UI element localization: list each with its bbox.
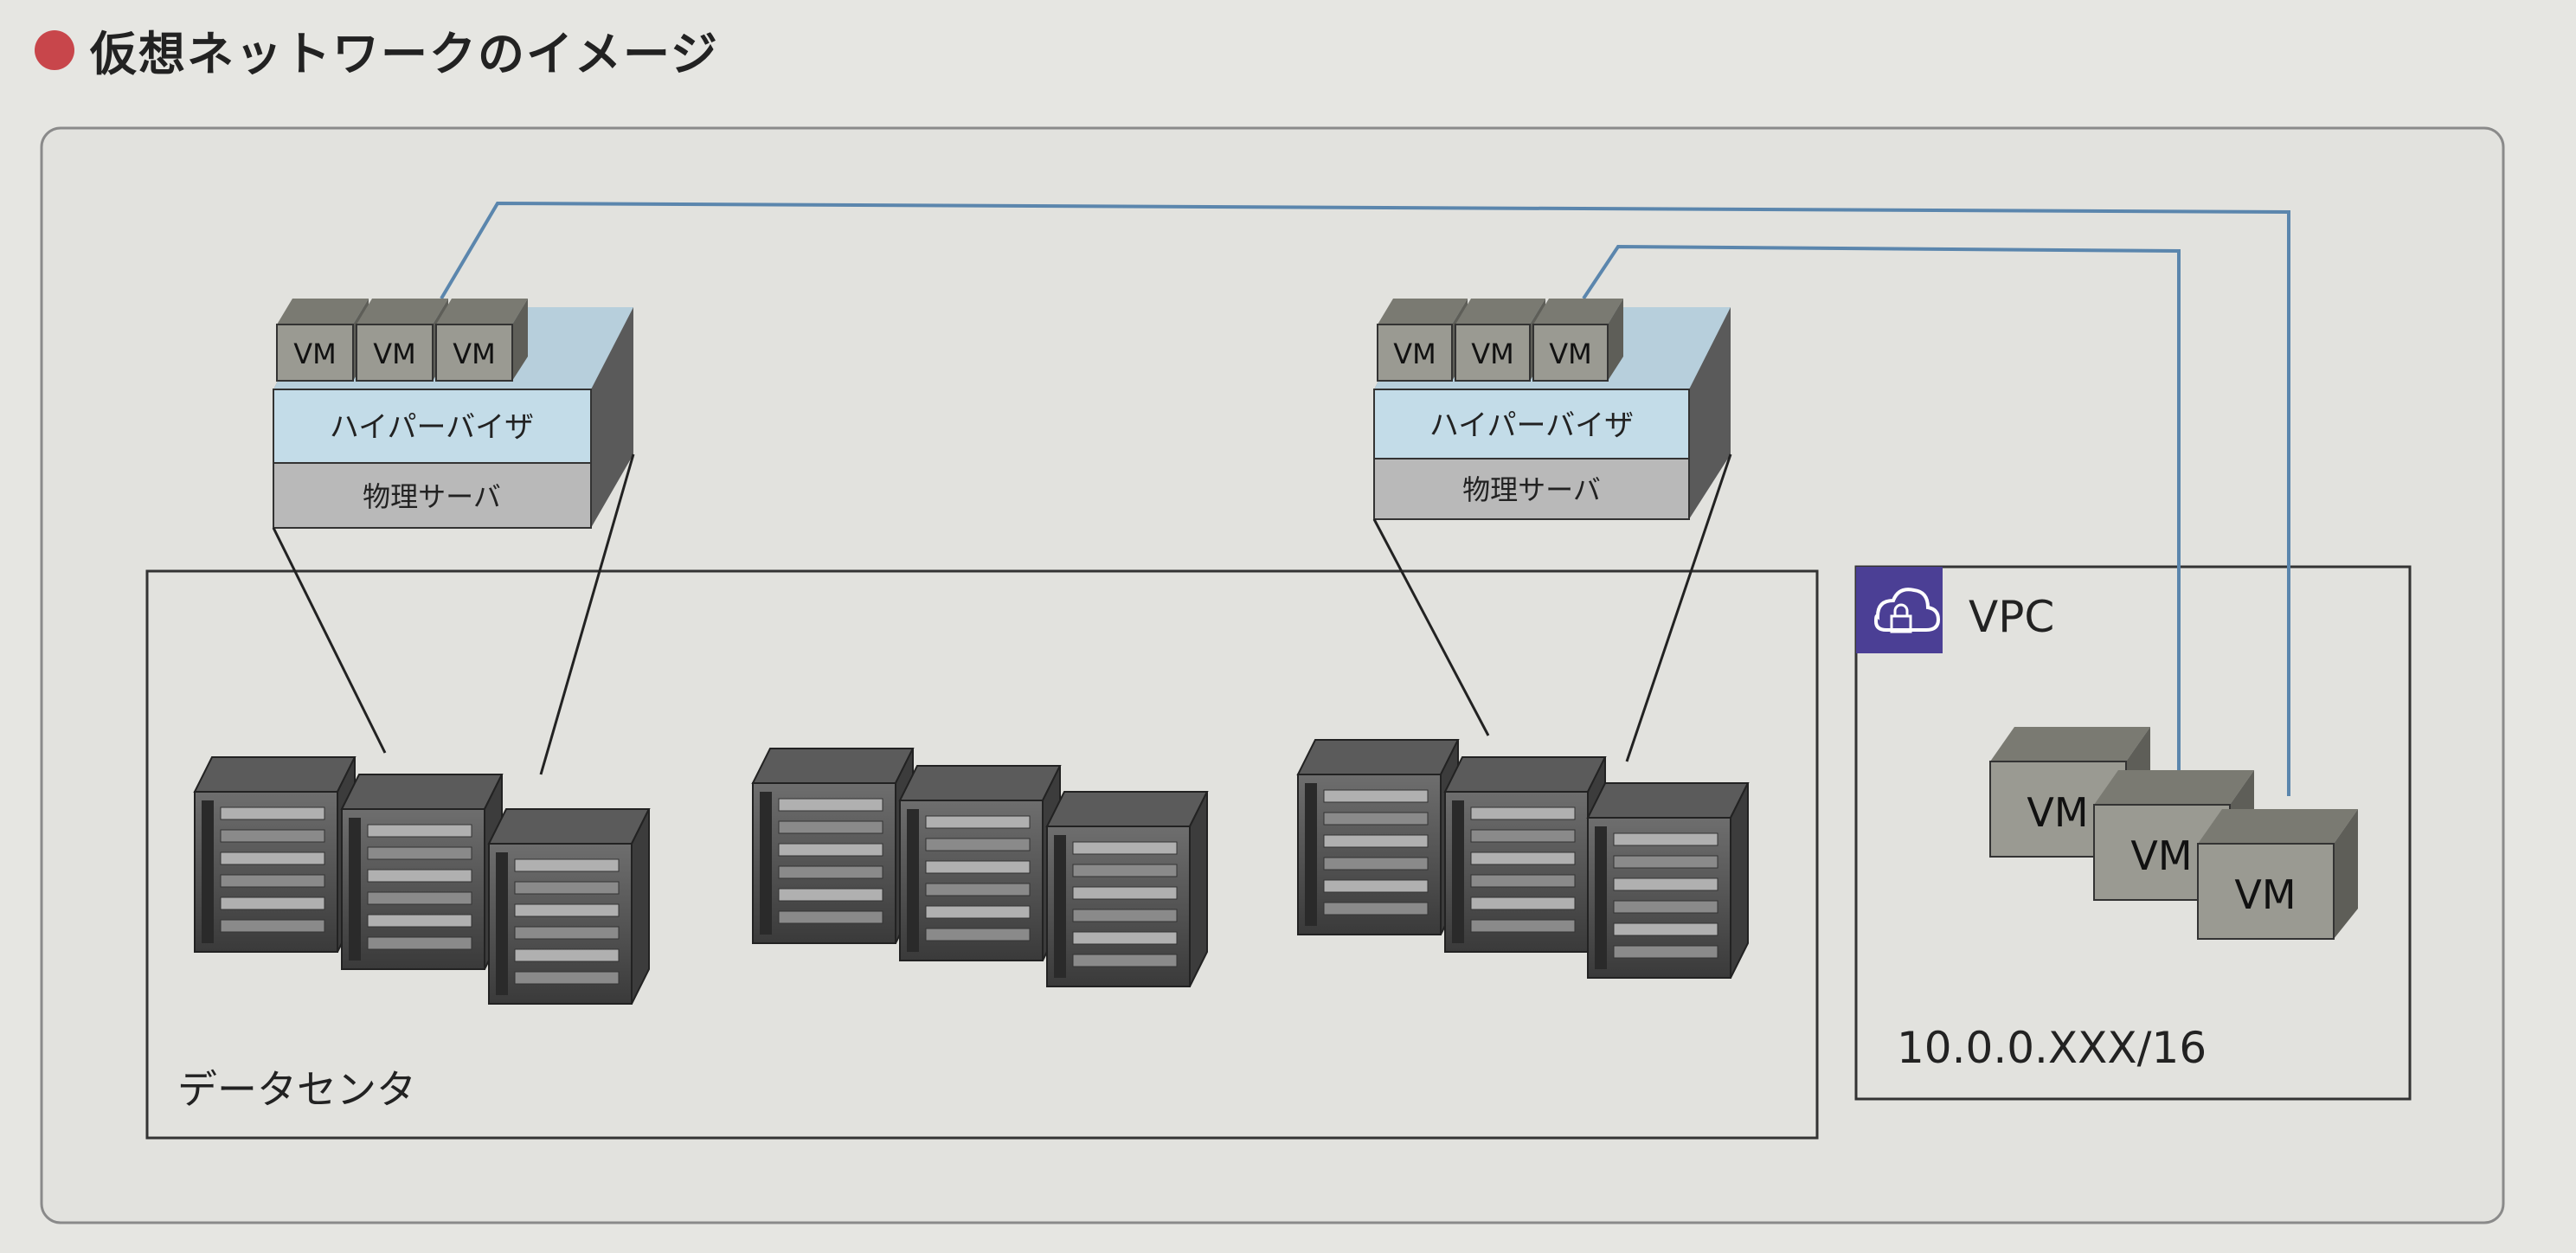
- vm-connection-line-1: [440, 201, 2290, 796]
- outer-panel: [40, 126, 2505, 1224]
- vm-label: VM: [1471, 337, 1514, 370]
- vpc-label: VPC: [1969, 592, 2054, 642]
- vm-host2-c: VM: [1532, 299, 1623, 382]
- zoom-line-host1-left: [272, 527, 387, 754]
- server-rack-icon: [1443, 756, 1607, 953]
- vm-label: VM: [2234, 871, 2296, 918]
- datacenter-box: [145, 569, 1819, 1140]
- title-text: 仮想ネットワークのイメージ: [90, 27, 719, 81]
- host-stack-1: ハイパーバイザ 物理サーバ VM VM VM: [273, 299, 633, 529]
- title-bullet-icon: [35, 29, 74, 70]
- server-rack-icon: [340, 774, 504, 970]
- server-rack-icon: [1586, 782, 1750, 979]
- server-label-2: 物理サーバ: [1462, 473, 1601, 506]
- vpc-box: [1854, 565, 2412, 1101]
- vm-label: VM: [2130, 832, 2192, 879]
- vm-label: VM: [2027, 789, 2088, 836]
- vpc-cidr: 10.0.0.XXX/16: [1897, 1023, 2207, 1073]
- zoom-line-host1-right: [539, 453, 635, 775]
- vm-connection-line-2: [1582, 244, 2181, 770]
- vm-label: VM: [1393, 337, 1436, 370]
- hypervisor-layer-2: [1373, 389, 1690, 459]
- diagram-title: 仮想ネットワークのイメージ: [35, 16, 719, 84]
- server-rack-icon: [751, 748, 915, 944]
- server-rack-icon: [898, 765, 1062, 961]
- server-rack-icon: [1296, 739, 1460, 935]
- vm-label: VM: [293, 337, 337, 370]
- server-layer-1: [273, 462, 592, 529]
- zoom-line-host2-right: [1625, 453, 1732, 762]
- hypervisor-label-1: ハイパーバイザ: [330, 410, 534, 445]
- vm-host1-c: VM: [435, 299, 528, 382]
- vpc-cloud-lock-icon: [1856, 567, 1943, 653]
- hypervisor-layer-1: [273, 389, 592, 464]
- host-stack-2: ハイパーバイザ 物理サーバ VM VM VM: [1373, 299, 1731, 520]
- datacenter-label: データセンタ: [177, 1066, 416, 1113]
- server-rack-icon: [1045, 791, 1209, 987]
- datacenter-server-racks: [193, 739, 1750, 1005]
- vpc-vm-1: VM: [1989, 727, 2150, 858]
- server-layer-2: [1373, 458, 1690, 520]
- zoom-line-host2-left: [1372, 518, 1490, 736]
- vpc-vm-3: VM: [2197, 809, 2358, 940]
- vm-host2-b: VM: [1455, 299, 1545, 382]
- vm-host2-a: VM: [1377, 299, 1468, 382]
- vm-label: VM: [1549, 337, 1592, 370]
- vm-label: VM: [373, 337, 416, 370]
- server-rack-icon: [193, 756, 357, 953]
- vm-host1-a: VM: [276, 299, 369, 382]
- server-rack-icon: [487, 808, 651, 1005]
- vm-label: VM: [453, 337, 496, 370]
- vm-host1-b: VM: [356, 299, 448, 382]
- hypervisor-label-2: ハイパーバイザ: [1429, 408, 1634, 443]
- server-label-1: 物理サーバ: [363, 480, 501, 513]
